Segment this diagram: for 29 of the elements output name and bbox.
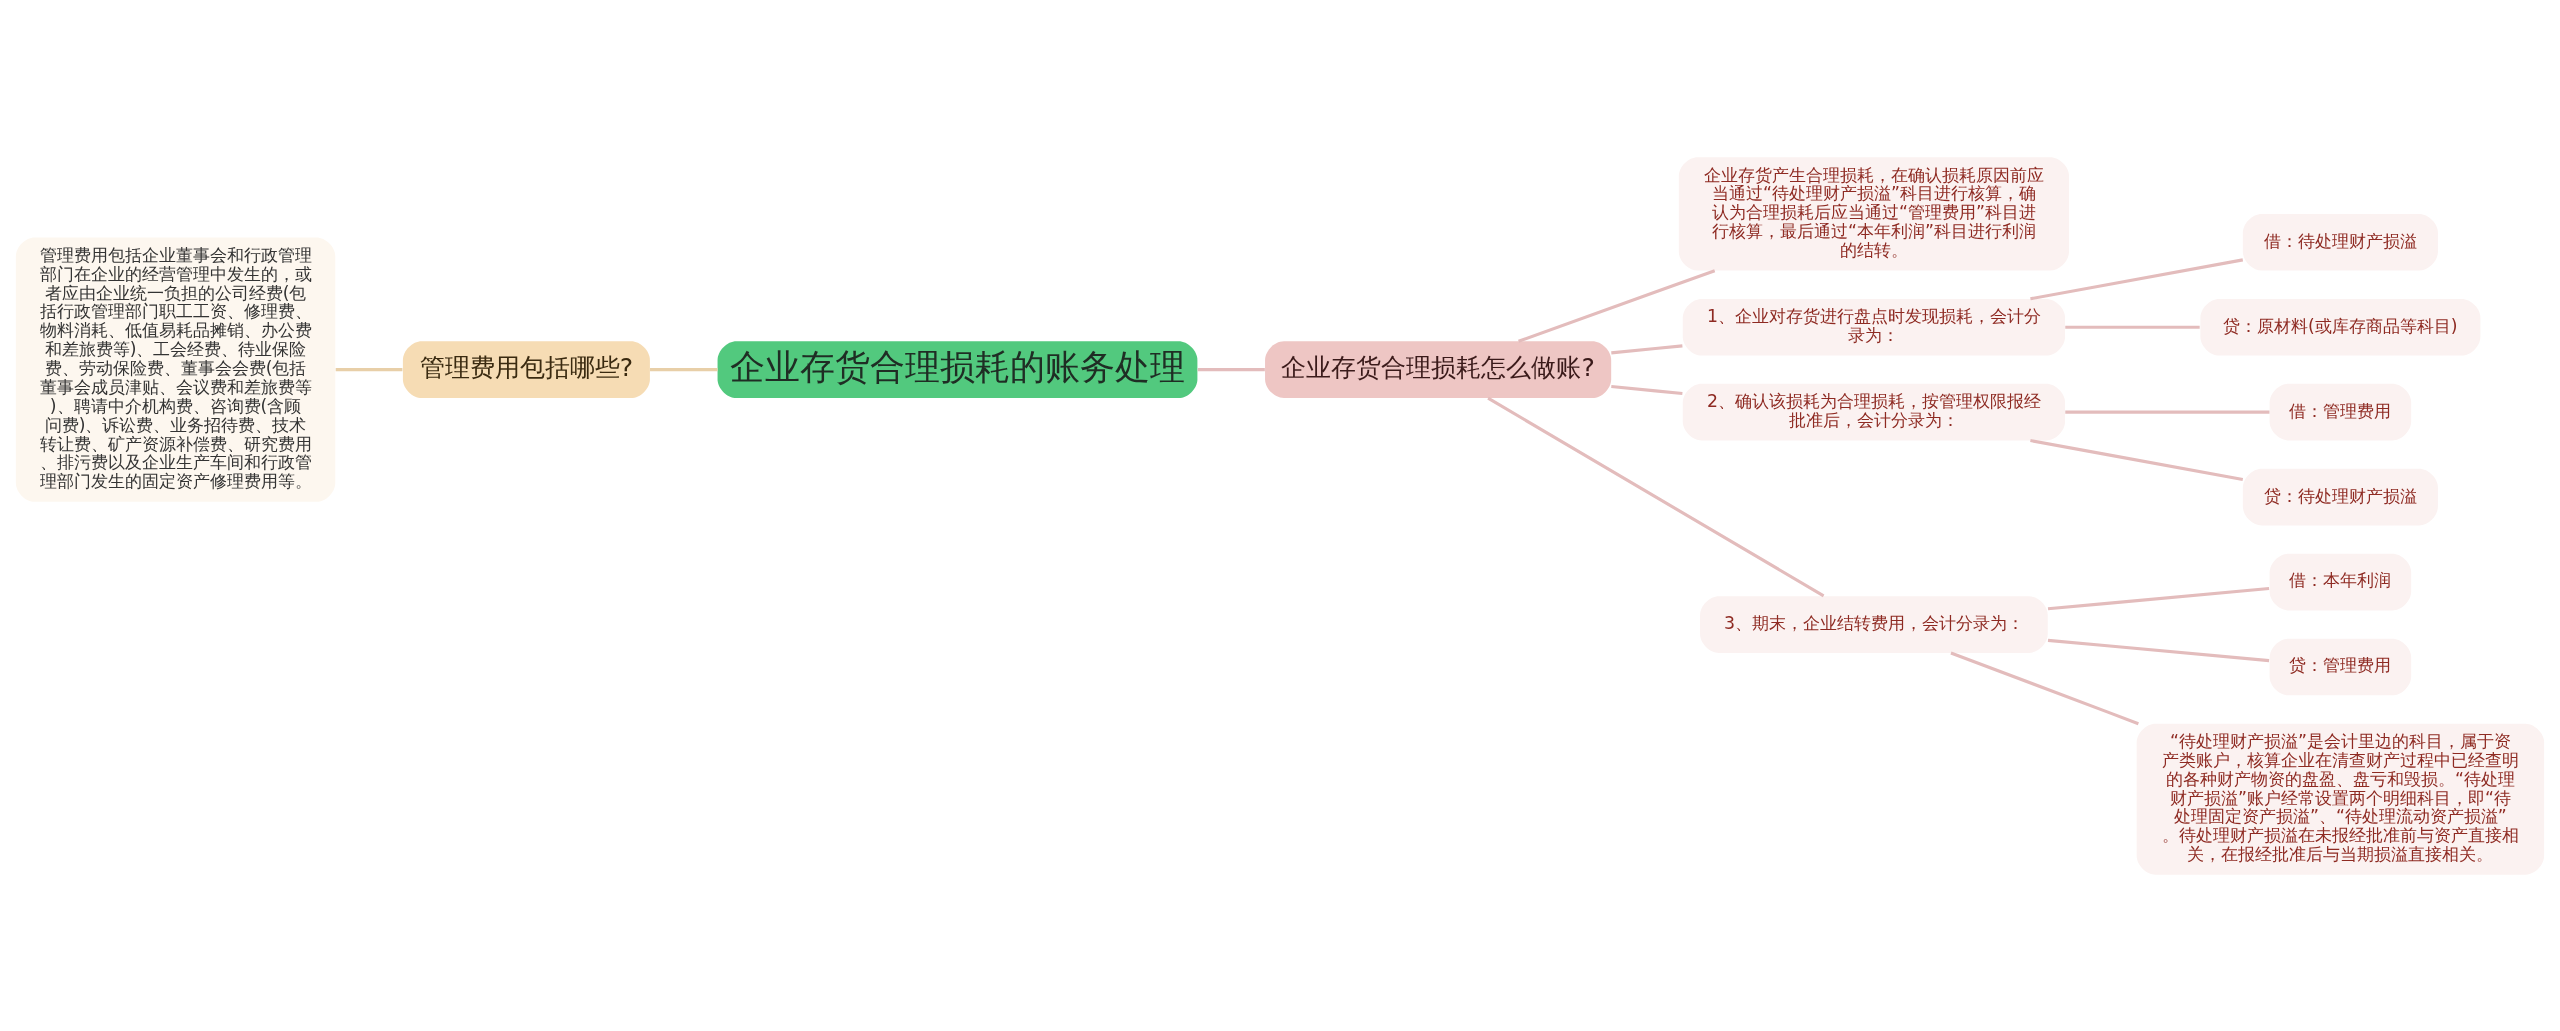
connector	[2047, 586, 2270, 610]
node-box: 借：本年利润	[2269, 553, 2412, 610]
connector	[1611, 343, 1683, 354]
connector	[2030, 257, 2244, 300]
node-box: 2、确认该损耗为合理损耗，按管理权限报经批准后，会计分录为：	[1682, 383, 2066, 440]
node-box: 1、企业对存货进行盘点时发现损耗，会计分录为：	[1682, 298, 2066, 356]
connector	[650, 367, 718, 371]
node-box: 贷：管理费用	[2269, 638, 2412, 695]
connector	[335, 367, 403, 371]
node-box: 贷：原材料(或库存商品等科目)	[2200, 298, 2481, 356]
connector	[2030, 438, 2244, 481]
node-box: “待处理财产损溢”是会计里边的科目，属于资产类账户，核算企业在清查财产过程中已经查明的各种财产物资的盘盈、盘亏和毁损。“待处理财产损溢”账户经常设置两个明细科目，即“待处理固定资产损溢”、“待处理流动资产损溢”。待处理财产损溢在未报经批准前与资产直接相关，在报经批准后与当期损溢直接相关。	[2136, 723, 2545, 875]
node-box: 企业存货产生合理损耗，在确认损耗原因前应当通过“待处理财产损溢”科目进行核算，确认为合理损耗后应当通过“管理费用”科目进行核算，最后通过“本年利润”科目进行利润的结转。	[1678, 156, 2069, 271]
node-box: 贷：待处理财产损溢	[2242, 468, 2438, 525]
connector	[2065, 410, 2270, 414]
node-box: 企业存货合理损耗的账务处理	[717, 340, 1198, 398]
node-box: 管理费用包括企业董事会和行政管理部门在企业的经营管理中发生的，或者应由企业统一负担的公司经费(包括行政管理部门职工工资、修理费、物料消耗、低值易耗品摊销、办公费和差旅费等)、工会经费、待业保险费、劳动保险费、董事会会费(包括董事会成员津贴、会议费和差旅费等)、聘请中介机构费、咨询费(含顾问费)、诉讼费、业务招待费、技术转让费、矿产资源补偿费、研究费用、排污费以及企业生产车间和行政管理部门发生的固定资产修理费用等。	[15, 237, 336, 502]
connector	[2065, 325, 2200, 329]
node-box: 借：待处理财产损溢	[2242, 213, 2438, 271]
node-box: 借：管理费用	[2269, 383, 2412, 440]
connector	[1950, 651, 2139, 725]
node-box: 管理费用包括哪些?	[402, 340, 650, 398]
connector	[1518, 268, 1716, 343]
node-box: 企业存货合理损耗怎么做账?	[1265, 340, 1612, 398]
connector	[1611, 384, 1683, 395]
connector	[1487, 396, 1825, 597]
connector	[1197, 367, 1265, 371]
node-box: 3、期末，企业结转费用，会计分录为：	[1700, 595, 2048, 653]
connector	[2047, 638, 2270, 662]
